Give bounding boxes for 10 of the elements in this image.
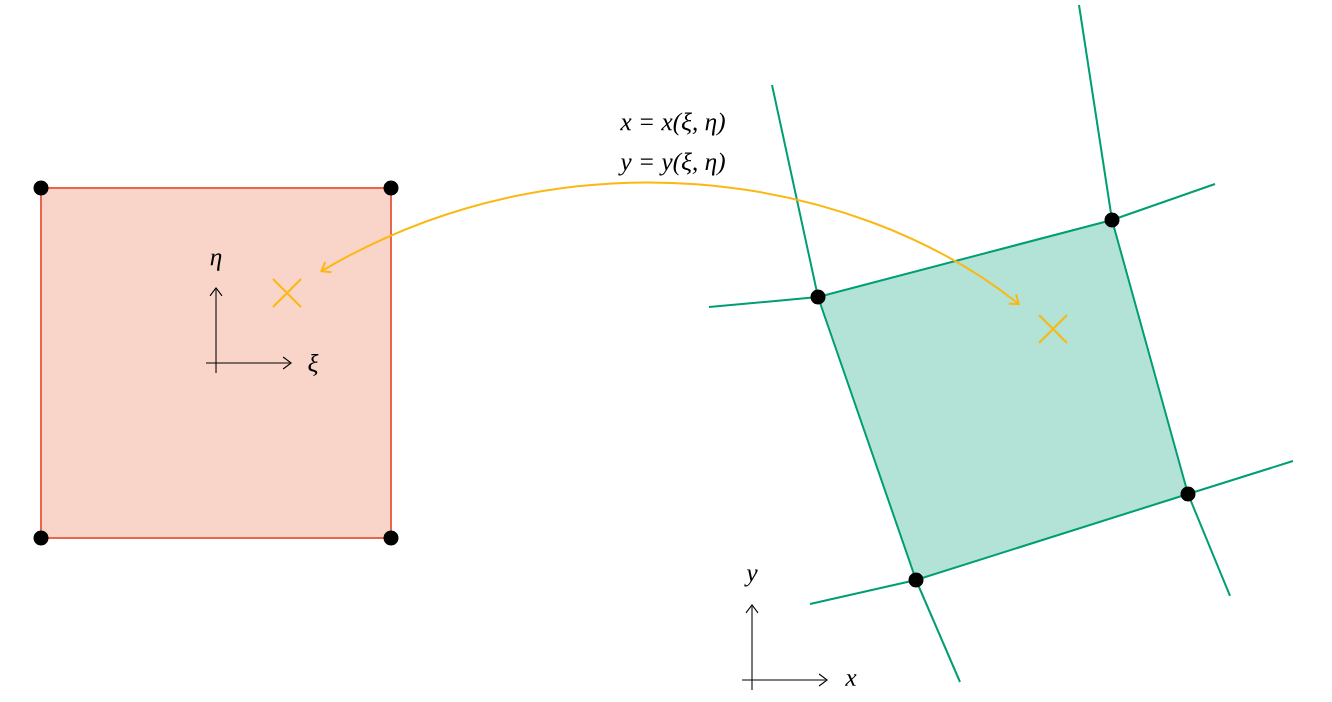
axis-label: η bbox=[210, 253, 222, 271]
mapping-arrow bbox=[320, 181, 1020, 305]
axis-label: y bbox=[744, 569, 758, 587]
cross-mark bbox=[272, 278, 302, 308]
formula: y = y(ξ, η) bbox=[618, 152, 725, 176]
axis-label: ξ bbox=[308, 353, 319, 377]
reference-square bbox=[40, 187, 392, 539]
cross-mark bbox=[1038, 314, 1068, 344]
axis-label: x bbox=[845, 674, 857, 686]
formula: x = x(ξ, η) bbox=[620, 112, 725, 136]
